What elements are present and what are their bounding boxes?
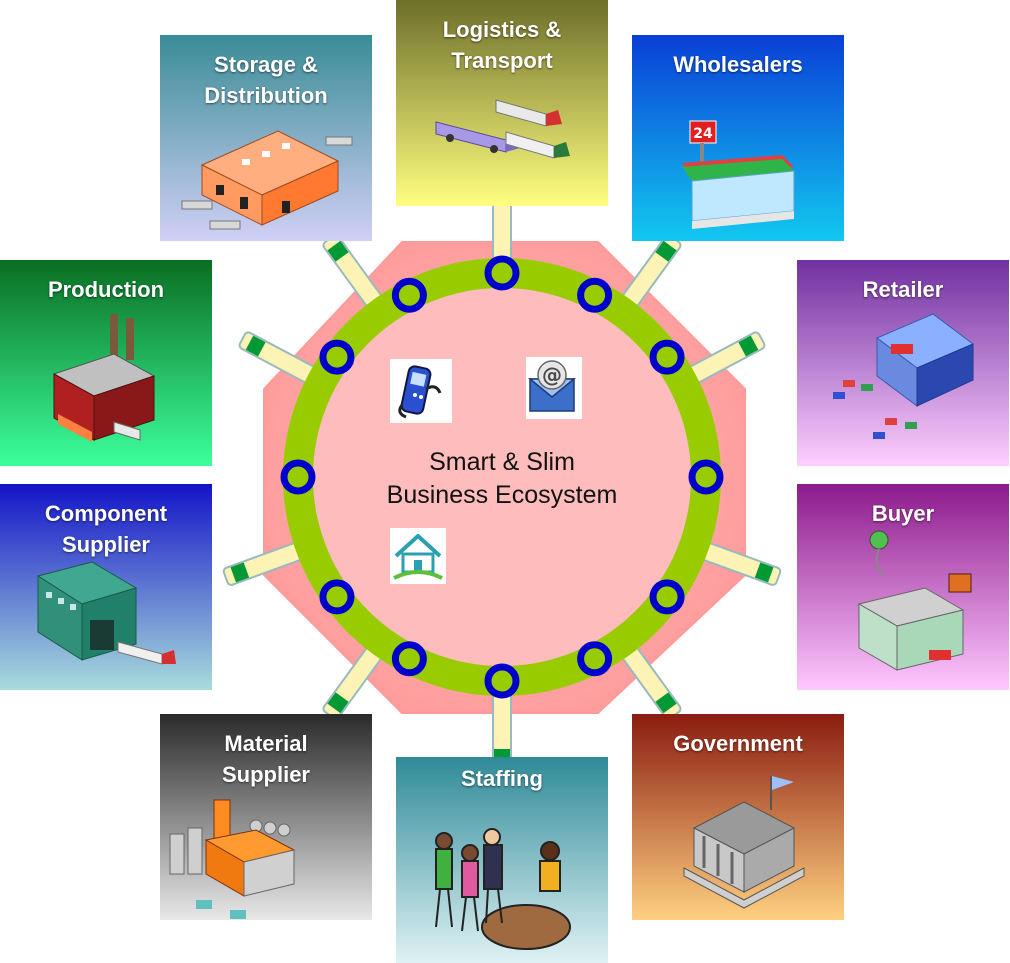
node-label: Staffing <box>461 766 543 791</box>
ring-bead <box>484 255 520 291</box>
ring-bead <box>391 641 427 677</box>
node-label: Retailer <box>862 277 944 302</box>
ring-bead <box>319 339 355 375</box>
trucks-icon <box>435 99 570 159</box>
node-label: Wholesalers <box>673 52 803 77</box>
node-logistics: Logistics & Transport <box>396 0 608 206</box>
svg-text:24: 24 <box>693 126 713 142</box>
people-meeting-icon <box>435 828 571 950</box>
warehouse-truck-icon <box>36 561 176 665</box>
hub-core <box>313 288 691 666</box>
node-production: Production <box>0 260 212 466</box>
ring-bead <box>391 277 427 313</box>
ring-bead <box>280 459 316 495</box>
convenience-store-icon: 24 <box>682 120 795 229</box>
ring-bead <box>577 641 613 677</box>
center-title-line1: Smart & Slim <box>429 448 575 476</box>
ring-bead <box>577 277 613 313</box>
node-government: Government <box>632 714 844 920</box>
node-label: Production <box>47 277 165 302</box>
ring-bead <box>319 579 355 615</box>
ring-bead <box>688 459 724 495</box>
store-parking-icon <box>833 313 974 439</box>
node-label: Material Supplier <box>221 731 310 787</box>
node-staffing: Staffing <box>396 757 608 963</box>
node-wholesalers: 24 Wholesalers <box>632 35 844 241</box>
distribution-center-icon <box>181 130 353 230</box>
node-label: Buyer <box>871 501 935 526</box>
refinery-icon <box>169 799 296 919</box>
node-component: Component Supplier <box>0 484 212 690</box>
node-retailer: Retailer <box>797 260 1009 466</box>
ring-bead <box>649 339 685 375</box>
node-label: Logistics & Transport <box>442 17 562 73</box>
node-label: Component Supplier <box>44 501 168 557</box>
ring-bead <box>649 579 685 615</box>
factory-icon <box>52 314 156 442</box>
node-material: Material Supplier <box>160 714 372 920</box>
node-label: Storage & Distribution <box>204 52 328 108</box>
svg-text:@: @ <box>542 363 562 387</box>
government-building-icon <box>683 776 805 909</box>
mobile-phone-icon <box>390 359 452 423</box>
center-title-line2: Business Ecosystem <box>387 481 618 509</box>
node-buyer: Buyer <box>797 484 1009 690</box>
home-icon <box>390 528 446 584</box>
ring-bead <box>484 663 520 699</box>
email-icon: @ <box>526 357 582 419</box>
ring-bead-layer <box>280 255 724 699</box>
shopping-building-icon <box>857 530 972 671</box>
node-label: Government <box>673 731 803 756</box>
node-storage: Storage & Distribution <box>160 35 372 241</box>
